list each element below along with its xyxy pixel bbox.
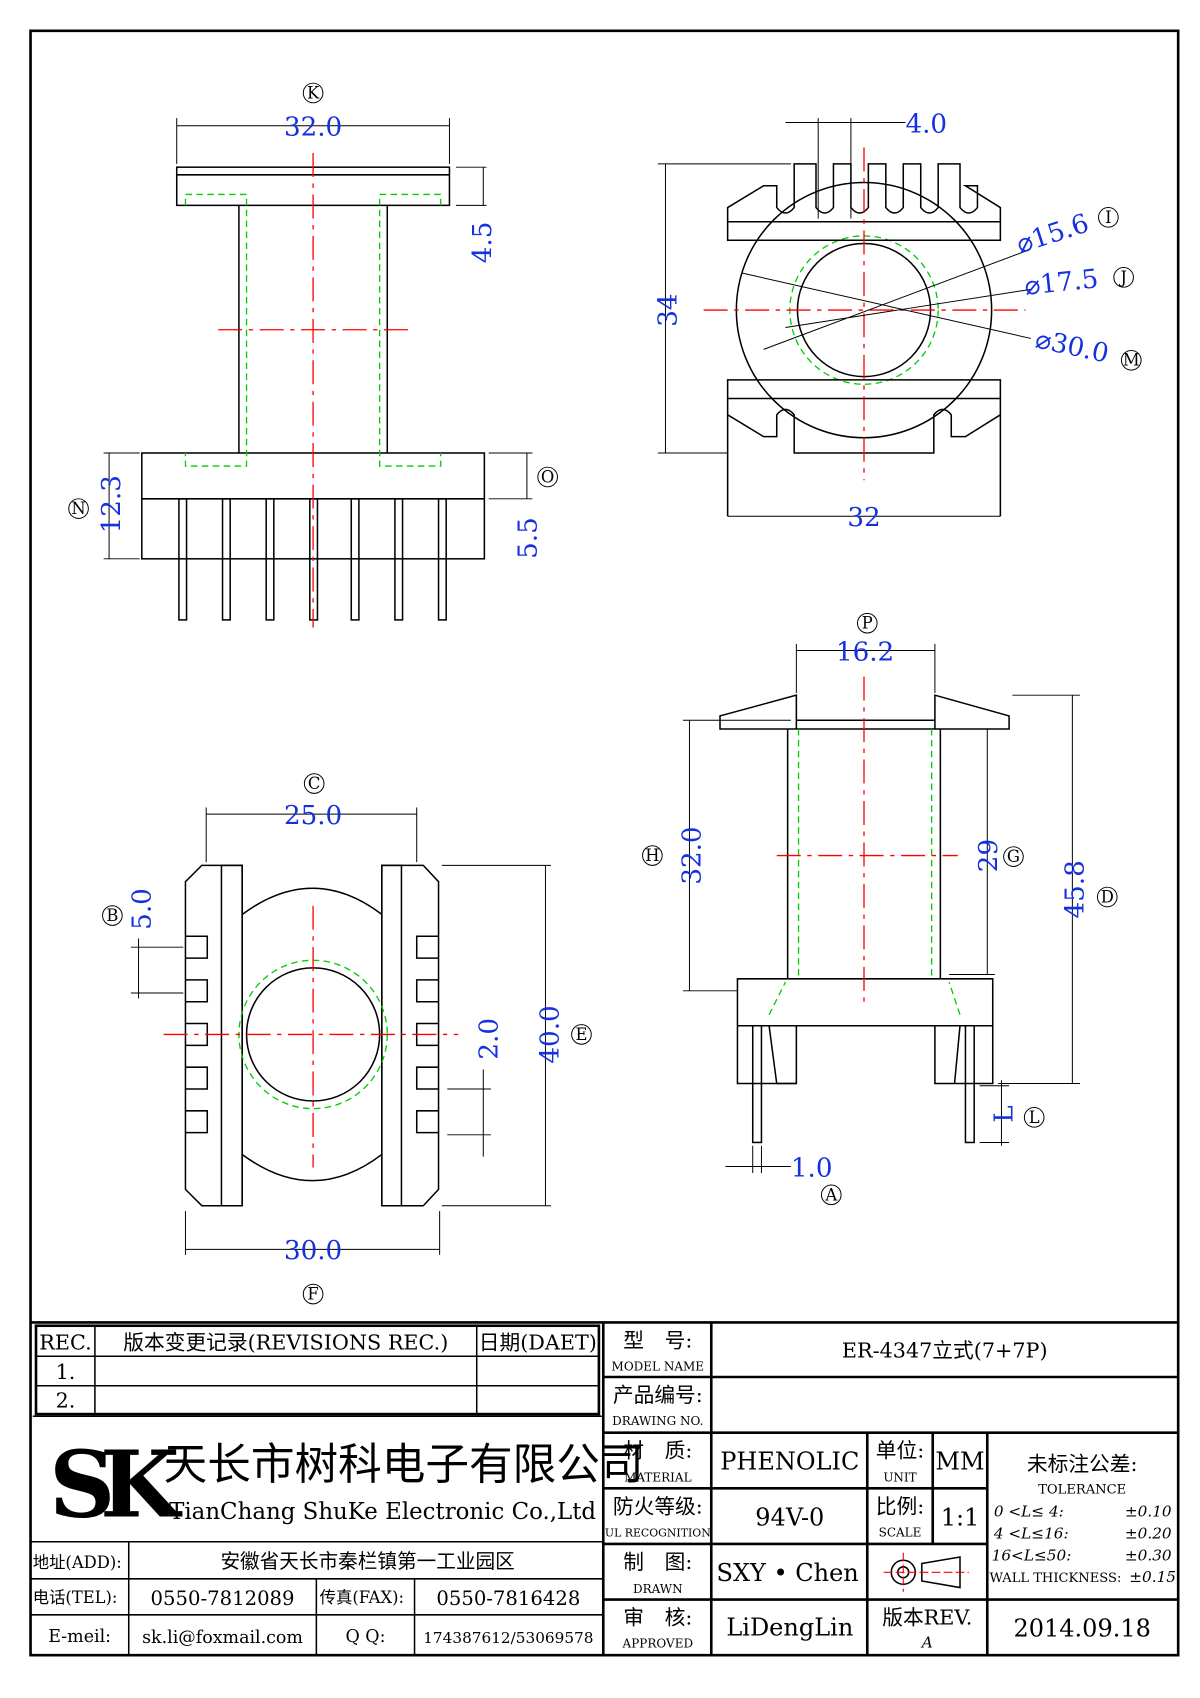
dim-base-30: 30.0 [284, 1236, 342, 1266]
dim-pin-1: 1.0 [791, 1153, 833, 1183]
approved-label: 审 核: [623, 1606, 692, 1630]
tol-range-1: 0 <L≤ 4: [994, 1503, 1064, 1521]
dim-width-32: 32.0 [284, 113, 342, 143]
dim-top-162: 16.2 [836, 637, 894, 667]
dim-width-32b: 32 [847, 503, 880, 533]
dim-h-32: 32.0 [677, 826, 707, 884]
rev-value: A [920, 1634, 933, 1652]
tag-d: D [1101, 887, 1114, 906]
dim-width-25: 25.0 [284, 801, 342, 831]
tag-n: N [71, 499, 85, 518]
dim-height-34: 34 [653, 293, 683, 326]
company-name-en: TianChang ShuKe Electronic Co.,Ltd [169, 1499, 596, 1525]
tol-range-4: WALL THICKNESS: [989, 1571, 1121, 1586]
model-sub: MODEL NAME [612, 1359, 705, 1373]
tol-value-2: ±0.20 [1125, 1524, 1172, 1542]
qq-value: 174387612/53069578 [423, 1629, 593, 1647]
fax-value: 0550-7816428 [436, 1587, 580, 1610]
company-name-cn: 天长市树科电子有限公司 [164, 1441, 644, 1491]
view-top: 4.0 34 32 ⌀15.6 I ⌀17.5 J ⌀30.0 M [653, 109, 1142, 533]
qq-label: Q Q: [345, 1627, 385, 1647]
rev-row-1: 1. [56, 1360, 76, 1384]
dim-slot-5: 5.0 [128, 888, 158, 930]
tag-c: C [308, 774, 321, 793]
tag-p: P [862, 614, 873, 633]
tag-k: K [307, 83, 320, 102]
fax-label: 传真(FAX): [320, 1588, 404, 1607]
dim-d-458: 45.8 [1060, 860, 1090, 918]
drawn-sub: DRAWN [633, 1582, 683, 1596]
addr-label: 地址(ADD): [33, 1553, 122, 1572]
tol-value-3: ±0.30 [1125, 1546, 1172, 1564]
tel-value: 0550-7812089 [151, 1587, 295, 1610]
tag-o: O [541, 467, 554, 486]
title-block: REC. 版本变更记录(REVISIONS REC.) 日期(DAET) 1. … [30, 1321, 1179, 1656]
dim-slot: 4.0 [905, 109, 947, 139]
drawing-no-label: 产品编号: [613, 1383, 703, 1407]
email-label: E-meil: [48, 1627, 111, 1647]
drawing-no-sub: DRAWING NO. [612, 1414, 703, 1428]
unit-value: MM [935, 1448, 984, 1476]
view-side-2: 16.2 P 32.0 H 29 G 45.8 D L L 1.0 A [642, 612, 1118, 1206]
tag-i: I [1105, 208, 1111, 227]
view-front: 32.0 K 4.5 12.3 N 5.5 O [68, 82, 558, 628]
tol-value-1: ±0.10 [1125, 1503, 1172, 1521]
tel-label: 电话(TEL): [33, 1588, 118, 1607]
rev-col-desc: 版本变更记录(REVISIONS REC.) [123, 1331, 448, 1355]
view-side: 25.0 C 5.0 B 2.0 40.0 E 30.0 F [102, 773, 592, 1305]
tolerance-title: 未标注公差: [1027, 1452, 1138, 1476]
dim-d175: ⌀17.5 [1023, 264, 1100, 302]
tag-f: F [307, 1285, 318, 1304]
dim-d156: ⌀15.6 [1013, 209, 1093, 260]
tag-m: M [1123, 351, 1140, 370]
dim-base: 12.3 [97, 475, 127, 533]
drawn-value: SXY • Chen [717, 1559, 859, 1587]
email-value: sk.li@foxmail.com [142, 1628, 303, 1648]
rev-row-2: 2. [56, 1389, 76, 1413]
tag-e: E [575, 1025, 587, 1044]
tag-h: H [645, 846, 659, 865]
tag-a: A [824, 1185, 837, 1204]
dim-d300: ⌀30.0 [1033, 325, 1112, 370]
model-label: 型 号: [623, 1329, 692, 1353]
tol-range-3: 16<L≤50: [992, 1546, 1072, 1564]
material-value: PHENOLIC [720, 1448, 859, 1476]
tol-range-2: 4 <L≤16: [993, 1524, 1069, 1542]
date-value: 2014.09.18 [1013, 1615, 1150, 1643]
unit-label: 单位: [876, 1439, 924, 1463]
scale-value: 1:1 [941, 1503, 980, 1531]
ul-sub: UL RECOGNITION [605, 1526, 711, 1539]
dim-g-29: 29 [974, 839, 1004, 872]
dim-flange: 4.5 [468, 222, 498, 264]
approved-value: LiDengLin [726, 1614, 853, 1642]
material-sub: MATERIAL [624, 1471, 692, 1485]
drawn-label: 制 图: [623, 1550, 692, 1574]
dim-l: L [989, 1105, 1019, 1122]
tag-g: G [1007, 847, 1020, 866]
tag-b: B [106, 906, 118, 925]
dim-pin-2: 2.0 [474, 1018, 504, 1060]
ul-label: 防火等级: [613, 1494, 703, 1518]
scale-label: 比例: [876, 1494, 924, 1518]
tag-j: J [1118, 268, 1127, 287]
unit-sub: UNIT [883, 1471, 916, 1485]
rev-label: 版本REV. [882, 1606, 972, 1630]
approved-sub: APPROVED [622, 1637, 694, 1651]
model-value: ER-4347立式(7+7P) [842, 1338, 1048, 1362]
tol-value-4: ±0.15 [1129, 1568, 1176, 1586]
scale-sub: SCALE [879, 1525, 922, 1539]
projection-symbol-icon [883, 1552, 969, 1592]
ul-value: 94V-0 [755, 1503, 824, 1531]
rev-col-rec: REC. [39, 1331, 91, 1355]
tolerance-sub: TOLERANCE [1038, 1483, 1126, 1498]
material-label: 材 质: [623, 1439, 692, 1463]
rev-col-date: 日期(DAET) [479, 1331, 597, 1355]
tag-l: L [1029, 1108, 1040, 1127]
dim-pin: 5.5 [514, 517, 544, 559]
dim-height-40: 40.0 [536, 1005, 566, 1063]
addr-value: 安徽省天长市秦栏镇第一工业园区 [220, 1550, 514, 1573]
